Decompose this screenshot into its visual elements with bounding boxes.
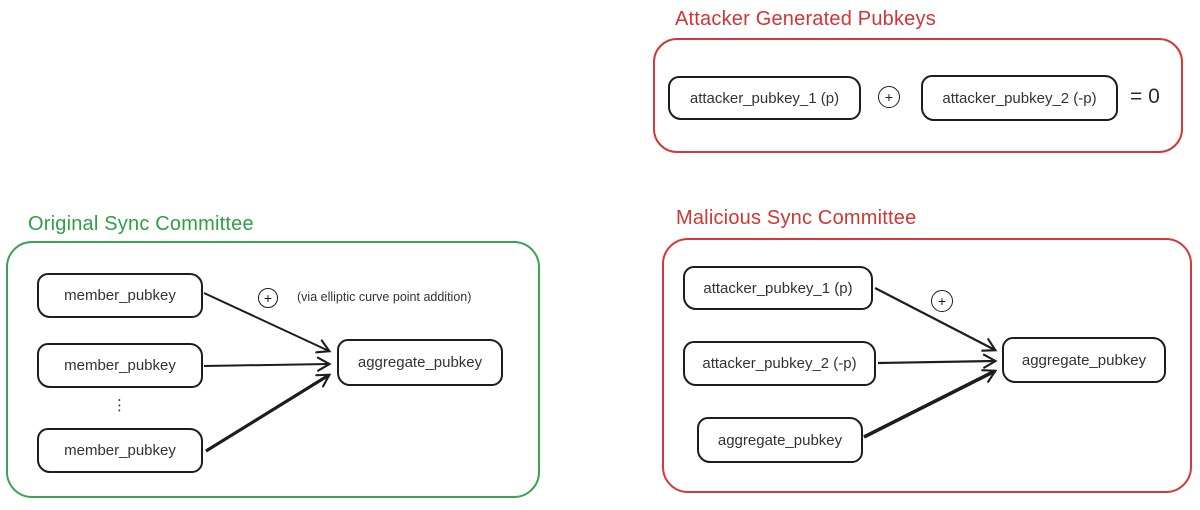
- node-aggregate-pubkey-malicious: aggregate_pubkey: [1002, 337, 1166, 383]
- node-attacker-pubkey-2: attacker_pubkey_2 (-p): [921, 75, 1118, 121]
- node-aggregate-pubkey-original: aggregate_pubkey: [337, 339, 503, 386]
- node-member-pubkey-3: member_pubkey: [37, 428, 203, 473]
- node-attacker-pubkey-1: attacker_pubkey_1 (p): [668, 76, 861, 120]
- elliptic-curve-annotation: (via elliptic curve point addition): [297, 290, 472, 304]
- equals-zero-label: = 0: [1130, 85, 1160, 108]
- node-member-pubkey-2: member_pubkey: [37, 343, 203, 388]
- node-malicious-attacker-pubkey-1: attacker_pubkey_1 (p): [683, 266, 873, 310]
- original-sync-committee-title: Original Sync Committee: [28, 213, 254, 235]
- node-malicious-attacker-pubkey-2: attacker_pubkey_2 (-p): [683, 341, 876, 386]
- attacker-generated-pubkeys-panel: [653, 38, 1183, 153]
- malicious-sync-committee-panel: [662, 238, 1192, 493]
- original-sync-committee-panel: [6, 241, 540, 498]
- plus-circle-icon: +: [931, 290, 953, 312]
- plus-circle-icon: +: [878, 86, 900, 108]
- plus-circle-icon: +: [258, 288, 278, 308]
- malicious-sync-committee-title: Malicious Sync Committee: [676, 207, 917, 229]
- ellipsis-more-members: ⋮: [112, 397, 127, 414]
- node-member-pubkey-1: member_pubkey: [37, 273, 203, 318]
- attacker-generated-pubkeys-title: Attacker Generated Pubkeys: [675, 8, 936, 30]
- node-old-aggregate-pubkey: aggregate_pubkey: [697, 417, 863, 463]
